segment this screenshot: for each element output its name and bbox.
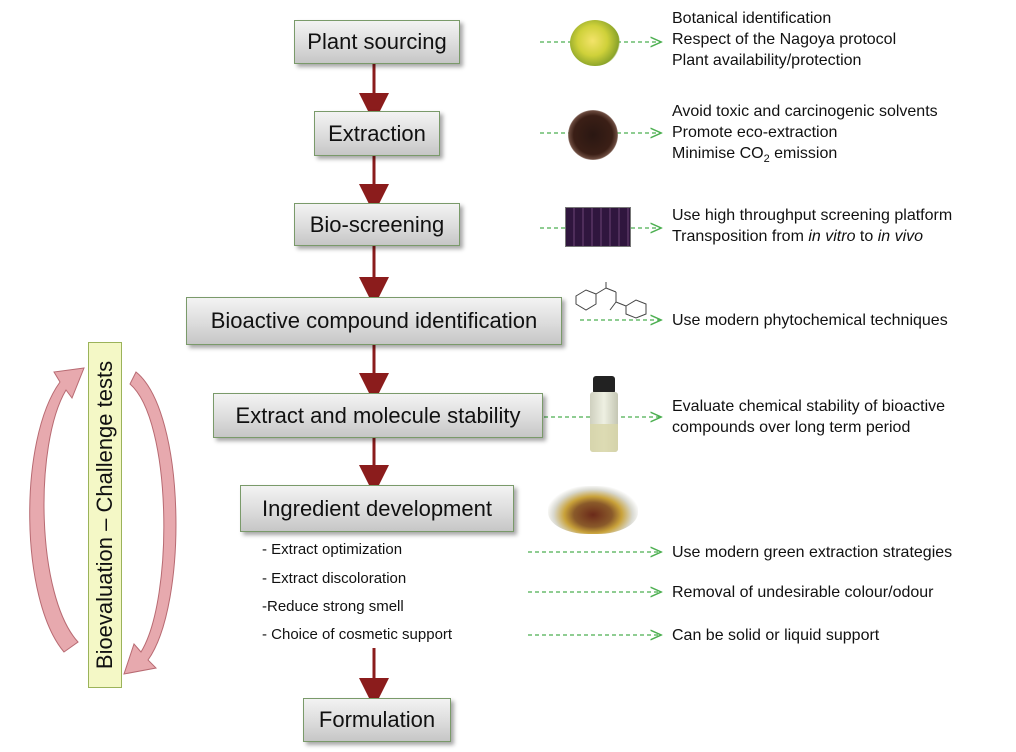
cycle-arrows bbox=[29, 367, 177, 675]
step-ingredient-development: Ingredient development bbox=[240, 485, 514, 532]
note-co2: Minimise CO2 emission bbox=[672, 143, 938, 170]
step-formulation: Formulation bbox=[303, 698, 451, 742]
note-line: Evaluate chemical stability of bioactive bbox=[672, 398, 946, 415]
step-bioactive-identification: Bioactive compound identification bbox=[186, 297, 562, 345]
step-label: Formulation bbox=[318, 707, 436, 732]
note-dev-3: Can be solid or liquid support bbox=[672, 627, 880, 644]
step-extraction: Extraction bbox=[314, 111, 440, 156]
step-label: Plant sourcing bbox=[307, 29, 447, 54]
step-label: Extraction bbox=[328, 120, 426, 146]
note-co2-pre: Minimise CO bbox=[672, 145, 764, 162]
note-part: Transposition from bbox=[672, 228, 809, 245]
note-line: Plant availability/protection bbox=[672, 52, 862, 69]
substep-3: -Reduce strong smell bbox=[262, 598, 404, 615]
note-co2-post: emission bbox=[769, 145, 838, 162]
notes-extraction: Avoid toxic and carcinogenic solvents Pr… bbox=[672, 101, 938, 170]
note-line: Use high throughput screening platform bbox=[672, 207, 953, 224]
note-dev-1: Use modern green extraction strategies bbox=[672, 544, 953, 561]
step-label: Extract and molecule stability bbox=[235, 402, 521, 428]
note-transposition: Transposition from in vitro to in vivo bbox=[672, 226, 952, 247]
step-bio-screening: Bio-screening bbox=[294, 203, 460, 246]
screening-plate-image bbox=[565, 207, 631, 247]
notes-screening: Use high throughput screening platform T… bbox=[672, 205, 952, 247]
plant-image bbox=[570, 20, 620, 66]
note-line: Use modern phytochemical techniques bbox=[672, 312, 948, 329]
step-plant-sourcing: Plant sourcing bbox=[294, 20, 460, 64]
step-label: Ingredient development bbox=[262, 495, 492, 521]
notes-plant: Botanical identification Respect of the … bbox=[672, 8, 896, 71]
note-part: to bbox=[855, 228, 878, 245]
note-dev-2: Removal of undesirable colour/odour bbox=[672, 584, 934, 601]
note-line: compounds over long term period bbox=[672, 419, 911, 436]
cycle-arrow-left bbox=[29, 367, 85, 653]
note-line: Botanical identification bbox=[672, 10, 832, 27]
notes-stability: Evaluate chemical stability of bioactive… bbox=[672, 396, 945, 438]
substep-2: - Extract discoloration bbox=[262, 570, 407, 587]
bioevaluation-text: Bioevaluation – Challenge tests bbox=[92, 360, 117, 670]
cycle-arrow-right bbox=[123, 371, 177, 675]
step-stability: Extract and molecule stability bbox=[213, 393, 543, 438]
flasks-image bbox=[548, 486, 638, 534]
note-italic: in vivo bbox=[877, 228, 924, 245]
note-co2-sub: 2 bbox=[763, 153, 770, 166]
note-line: Avoid toxic and carcinogenic solvents bbox=[672, 103, 938, 120]
step-label: Bio-screening bbox=[309, 211, 445, 237]
substep-1: - Extract optimization bbox=[262, 541, 403, 558]
note-italic: in vitro bbox=[808, 228, 856, 245]
bioevaluation-label: Bioevaluation – Challenge tests bbox=[88, 342, 122, 688]
extract-image bbox=[568, 110, 618, 160]
molecule-structure-image bbox=[575, 282, 647, 319]
note-line: Respect of the Nagoya protocol bbox=[672, 31, 897, 48]
notes-identification: Use modern phytochemical techniques bbox=[672, 310, 948, 331]
note-line: Promote eco-extraction bbox=[672, 124, 838, 141]
step-label: Bioactive compound identification bbox=[210, 308, 538, 333]
substep-4: - Choice of cosmetic support bbox=[262, 626, 453, 643]
vial-image bbox=[590, 376, 618, 452]
